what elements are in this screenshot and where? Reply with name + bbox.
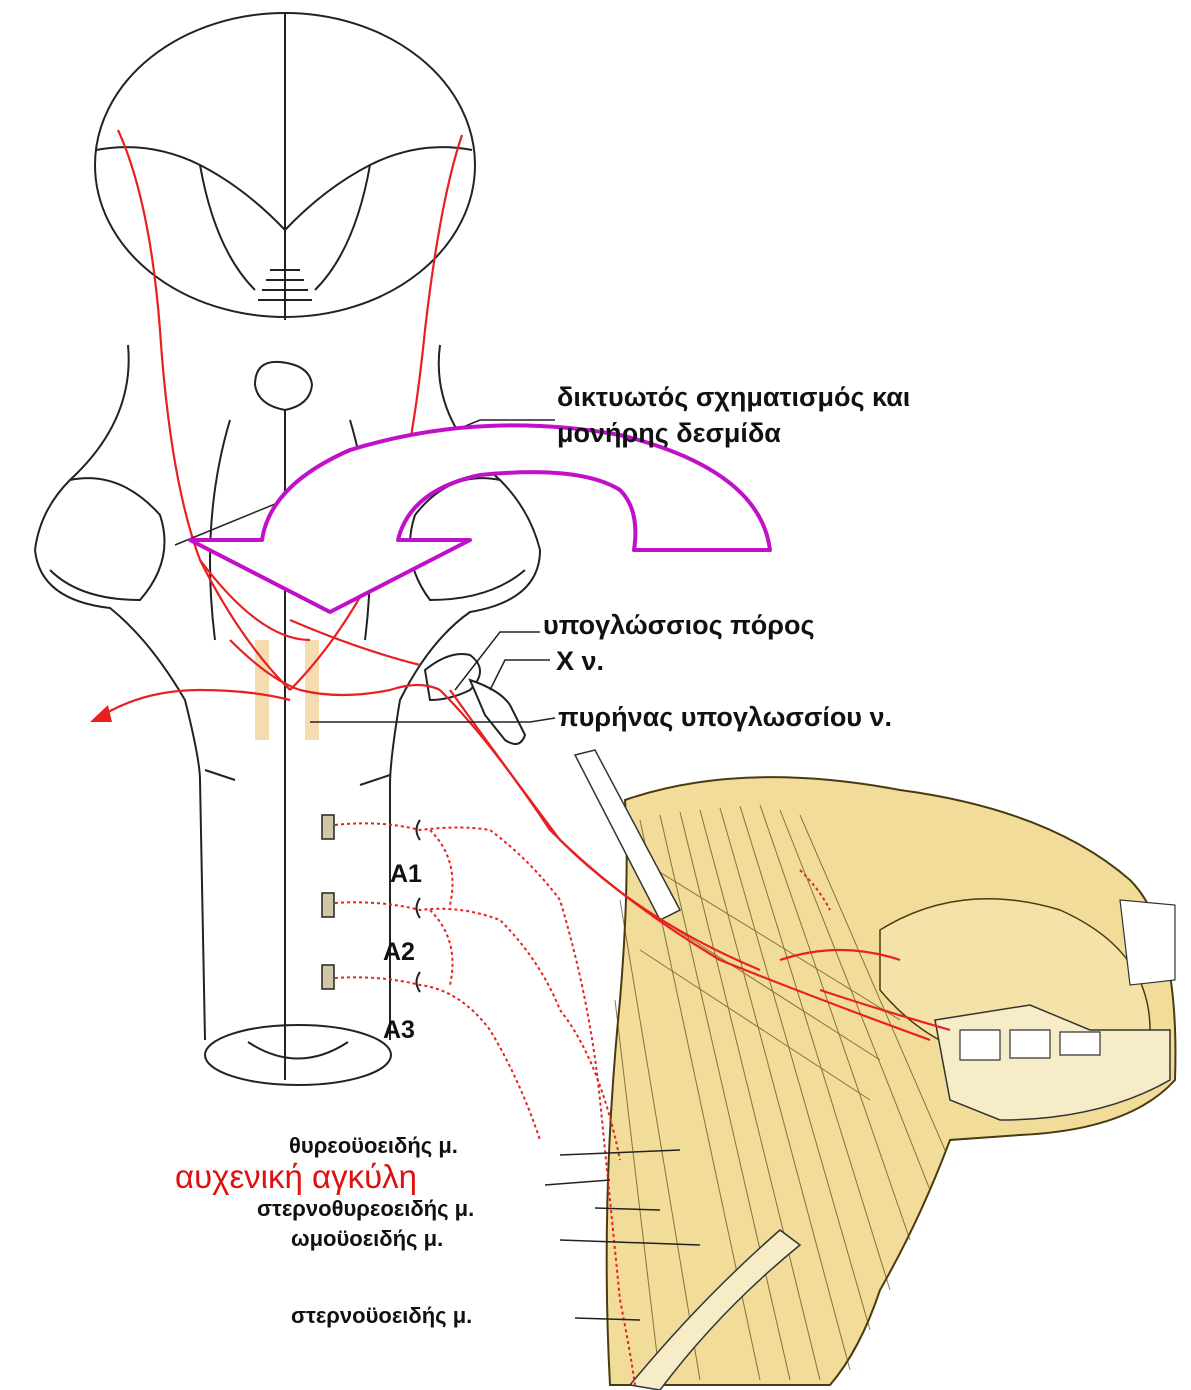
neck-muscles — [575, 750, 1175, 1390]
label-hypoglossal-nucleus: πυρήνας υπογλωσσίου ν. — [558, 704, 892, 731]
label-c3: Α3 — [383, 1018, 415, 1043]
label-reticular-formation: δικτυωτός σχηματισμός και — [557, 384, 910, 411]
hypoglossal-nuclei — [255, 640, 319, 740]
label-thyrohyoid: θυρεοϋοειδής μ. — [289, 1135, 458, 1157]
label-c1: Α1 — [390, 862, 422, 887]
hypoglossal-canal-structure — [425, 654, 525, 744]
root-brackets — [417, 820, 421, 992]
label-sternohyoid: στερνοϋοειδής μ. — [291, 1305, 472, 1327]
spinal-roots — [322, 815, 334, 989]
label-omohyoid: ωμοϋοειδής μ. — [291, 1228, 443, 1250]
feedback-arrow-outer — [190, 425, 770, 612]
cerebrum — [95, 13, 475, 320]
label-vagus-nerve: Χ ν. — [556, 648, 604, 675]
label-sternothyroid: στερνοθυρεοειδής μ. — [257, 1198, 474, 1220]
label-c2: Α2 — [383, 940, 415, 965]
label-solitary-tract: μονήρης δεσμίδα — [557, 420, 781, 447]
label-hypoglossal-canal: υπογλώσσιος πόρος — [543, 612, 815, 639]
label-ansa-cervicalis: αυχενική αγκύλη — [175, 1160, 417, 1193]
nerve-arrowhead — [90, 705, 112, 722]
